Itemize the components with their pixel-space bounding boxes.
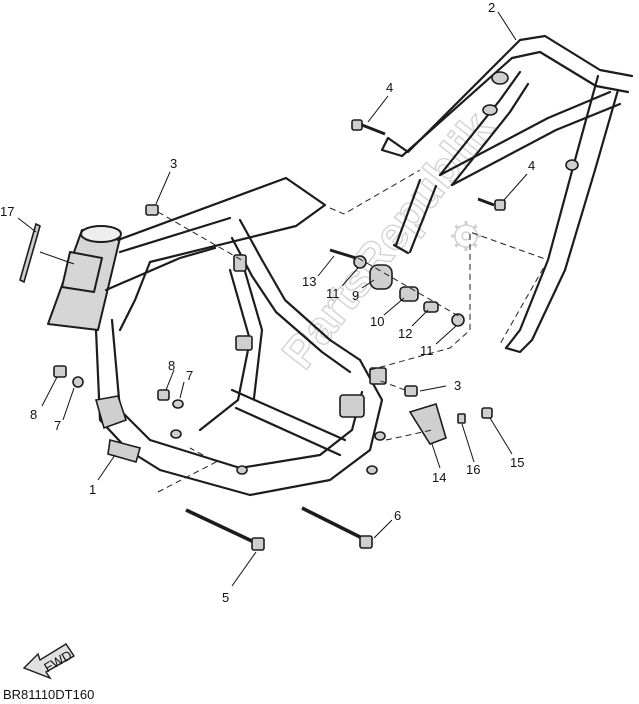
leader-lines [17,11,528,587]
callout-17: 17 [0,204,14,219]
fwd-arrow-icon: FWD [22,643,75,680]
callout-2: 2 [488,0,495,15]
bracket-14 [408,402,447,445]
watermark-gear-icon [451,221,481,251]
callout-8b: 8 [168,358,175,373]
callout-8a: 8 [30,407,37,422]
bolt-3a [145,204,246,263]
main-frame [47,176,387,497]
callout-3b: 3 [454,378,461,393]
callout-14: 14 [432,470,446,485]
washer-7b [172,399,184,409]
svg-text:PartsRepublik: PartsRepublik [272,102,504,378]
washer-11a [353,255,367,269]
callout-7a: 7 [54,418,61,433]
collar-16 [457,413,466,424]
callout-9: 9 [352,288,359,303]
bolt-13 [329,248,357,260]
bolt-15 [481,407,493,419]
nut-8a [53,365,67,378]
bolt-4b [477,197,506,211]
washer-11b [451,313,465,327]
bolt-3b [377,379,418,397]
callout-4a: 4 [386,80,393,95]
bushing-9 [369,264,393,290]
callout-3a: 3 [170,156,177,171]
bolt-6 [301,506,373,549]
bolt-4a [351,119,386,136]
callout-16: 16 [466,462,480,477]
callout-12: 12 [398,326,412,341]
callout-13: 13 [302,274,316,289]
callout-11b: 11 [420,343,434,358]
washer-7a [72,376,84,388]
diagram-code: BR81110DT160 [3,687,95,702]
watermark: PartsRepublik [271,101,504,378]
callout-10: 10 [370,314,384,329]
callout-15: 15 [510,455,524,470]
callout-11a: 11 [326,286,340,301]
collar-12 [423,301,439,313]
emblem-strip [19,222,41,284]
nut-8b [157,389,170,401]
sub-frame [380,34,634,354]
callout-labels: 1 2 3 3 4 4 5 6 7 7 8 8 9 10 11 11 12 13… [0,0,535,605]
callout-6: 6 [394,508,401,523]
callout-4b: 4 [528,158,535,173]
callout-5: 5 [222,590,229,605]
callout-1: 1 [89,482,96,497]
callout-7b: 7 [186,368,193,383]
bolt-5 [185,508,265,551]
